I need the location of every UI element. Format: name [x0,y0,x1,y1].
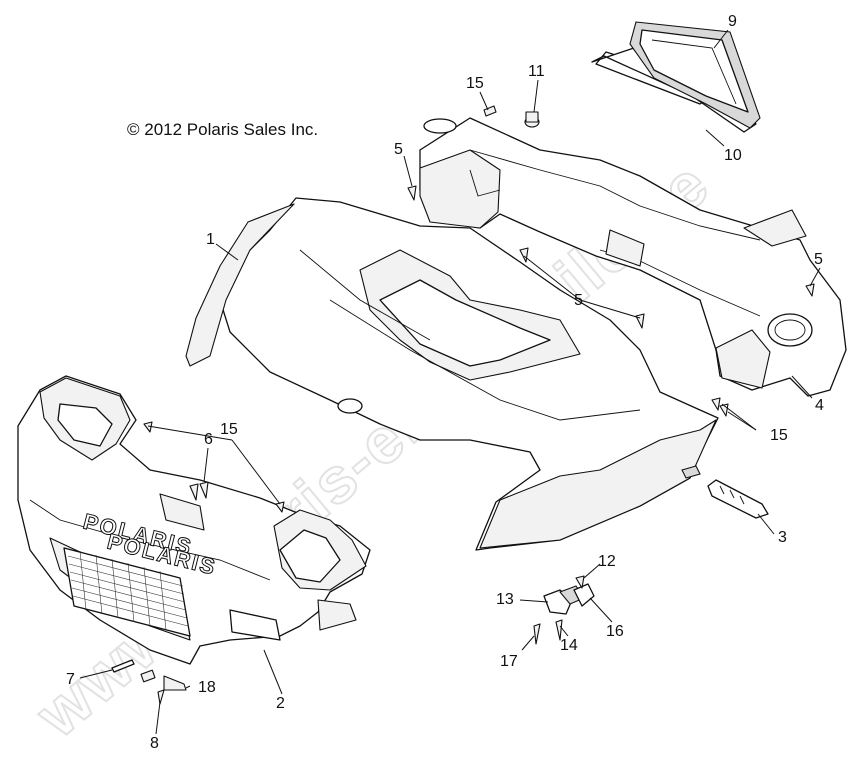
callout-15-left: 15 [220,421,238,438]
part-bracket-cluster [533,575,595,645]
callout-14: 14 [560,637,578,654]
callout-15-top: 15 [466,75,484,92]
callout-5-middle: 5 [574,292,583,309]
callout-16: 16 [606,623,624,640]
callout-5-upper: 5 [394,141,403,158]
part-front-fascia [17,375,371,665]
callout-1: 1 [206,231,215,248]
part-connector [707,479,769,519]
part-pins [111,659,187,705]
part-dash-console [419,117,847,397]
callout-18: 18 [198,679,216,696]
copyright-text: © 2012 Polaris Sales Inc. [127,120,318,139]
callout-12: 12 [598,553,616,570]
callout-5-right: 5 [814,251,823,268]
callout-8: 8 [150,735,159,752]
callout-3: 3 [778,529,787,546]
callout-4: 4 [815,397,824,414]
part-hood [185,197,719,551]
grille [63,547,191,637]
callout-13: 13 [496,591,514,608]
callout-labels: 1 2 3 4 5 5 5 6 7 8 9 10 11 12 13 14 15 … [66,13,824,752]
callout-7: 7 [66,671,75,688]
callout-2: 2 [276,695,285,712]
part-bezel-lens [591,21,761,133]
callout-6: 6 [204,431,213,448]
callout-9: 9 [728,13,737,30]
callout-17: 17 [500,653,518,670]
callout-15-right: 15 [770,427,788,444]
callout-leaders [79,29,821,735]
callout-11: 11 [528,63,545,80]
callout-10: 10 [724,147,742,164]
